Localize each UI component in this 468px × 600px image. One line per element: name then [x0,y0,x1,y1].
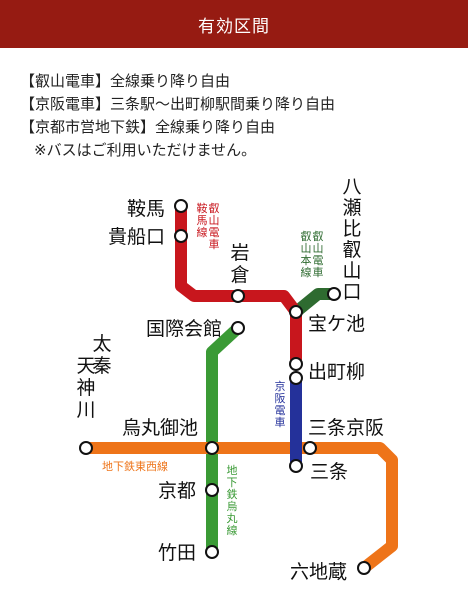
station-marker-kibuneguchi[interactable] [174,229,188,243]
station-marker-rokujizo[interactable] [357,561,371,575]
station-kyoto: 京都 [158,480,196,502]
station-marker-karasumaoike[interactable] [205,441,219,455]
station-marker-takeda[interactable] [205,545,219,559]
station-marker-demachiyanagi-1[interactable] [289,357,303,371]
station-takeda: 竹田 [158,542,196,564]
station-iwakura: 岩倉 [230,242,249,286]
station-marker-demachiyanagi-2[interactable] [289,371,303,385]
station-kibuneguchi: 貴船口 [108,226,165,248]
line-label-eizan-col1: 叡山電車 [313,229,324,279]
station-yase: 八瀬比叡山口 [342,176,361,303]
station-marker-iwakura[interactable] [231,289,245,303]
station-uzumasa-col2: 天神川 [76,355,95,421]
tozai-line [86,442,398,573]
station-rokujizo: 六地蔵 [290,561,347,583]
line-label-kurama-col2: 鞍馬線 [197,201,208,239]
bus-note: ※バスはご利用いただけません。 [34,141,257,159]
header-bar: 有効区間 [0,0,468,48]
station-sanjo: 三条 [310,461,348,483]
station-marker-kurama[interactable] [174,199,188,213]
station-karasumaoike: 烏丸御池 [122,417,198,439]
line-label-kurama-col1: 叡山電車 [209,201,220,251]
rules-list: 【叡山電車】全線乗り降り自由 【京阪電車】三条駅〜出町柳駅間乗り降り自由 【京都… [20,70,460,162]
station-demachiyanagi: 出町柳 [308,361,365,383]
station-marker-kokusai[interactable] [231,321,245,335]
line-label-tozai: 地下鉄東西線 [102,459,168,473]
station-uzumasa-col1: 太秦 [92,333,111,377]
line-label-keihan: 京阪電車 [275,379,286,429]
station-kurama: 鞍馬 [127,198,165,220]
station-marker-sanjokeihan[interactable] [303,441,317,455]
station-marker-uzumasa[interactable] [79,441,93,455]
rule-eizan: 【叡山電車】全線乗り降り自由 [20,72,231,90]
station-takaragaike: 宝ケ池 [308,313,365,335]
station-marker-yase[interactable] [327,287,341,301]
page-title: 有効区間 [198,16,270,37]
station-sanjokeihan: 三条京阪 [308,417,384,439]
station-marker-sanjo[interactable] [289,459,303,473]
station-marker-takaragaike[interactable] [289,305,303,319]
rule-keihan: 【京阪電車】三条駅〜出町柳駅間乗り降り自由 [20,95,336,113]
station-marker-kyoto[interactable] [205,483,219,497]
line-label-eizan-col2: 叡山本線 [301,229,312,279]
line-label-karasuma: 地下鉄烏丸線 [227,464,238,537]
rule-subway: 【京都市営地下鉄】全線乗り降り自由 [20,118,276,136]
station-kokusai: 国際会館 [146,318,222,340]
